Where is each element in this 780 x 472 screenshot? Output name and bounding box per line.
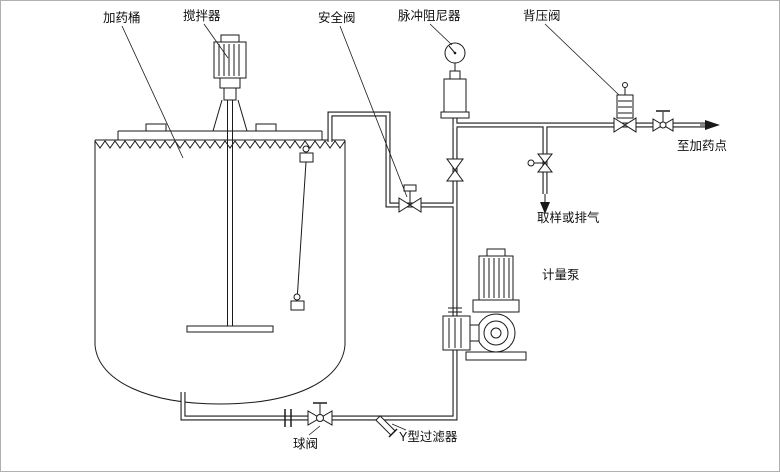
tank-serrated-rim: [94, 140, 346, 149]
leader-lines: [121, 23, 620, 436]
to-dosing-point-label: 至加药点: [677, 139, 727, 153]
back-pressure-valve-symbol: [613, 82, 637, 133]
flow-arrow-down: [540, 194, 550, 214]
tank-dished-bottom: [94, 344, 346, 405]
back-pressure-valve-label: 背压阀: [523, 9, 561, 23]
sample-valve-symbol: [527, 153, 554, 173]
sample-or-vent-label: 取样或排气: [537, 210, 600, 225]
tank-bracket: [299, 152, 314, 163]
lid-port: [145, 123, 167, 132]
metering-pump-label: 计量泵: [542, 268, 580, 282]
pump-base: [465, 351, 527, 361]
tank-bracket-knob: [293, 293, 301, 301]
flow-arrow-right: [700, 120, 720, 130]
impeller-blade: [186, 325, 274, 333]
y-strainer-symbol: [375, 415, 398, 438]
safety-valve-symbol: [398, 184, 422, 213]
pump-head: [442, 315, 480, 351]
agitator-assembly: [186, 34, 274, 333]
lid-port: [255, 123, 277, 132]
safety-valve-label: 安全阀: [318, 10, 356, 25]
outlet-ball-valve-symbol: [652, 110, 674, 132]
pulse-damper: [440, 42, 470, 119]
tank-bracket-knob: [302, 145, 310, 153]
tank-bracket: [290, 300, 305, 311]
metering-pump: [442, 248, 527, 361]
tank-label: 加药桶: [103, 10, 141, 25]
ball-valve-label: 球阀: [293, 437, 318, 451]
ball-valve-symbol: [307, 402, 333, 426]
pipe-union-symbol: [284, 409, 292, 427]
y-strainer-label: Y型过滤器: [399, 430, 458, 444]
agitator-label: 搅拌器: [183, 8, 221, 23]
pressure-gauge-icon: [444, 42, 466, 71]
discharge-valve-symbol: [446, 158, 464, 182]
text-labels: 加药桶 搅拌器 安全阀 脉冲阻尼器 背压阀 至加药点 取样或排气 计量泵 球阀 …: [103, 8, 727, 451]
agitator-motor-icon: [213, 34, 247, 79]
pulse-damper-label: 脉冲阻尼器: [398, 8, 461, 23]
pump-motor-icon: [478, 248, 514, 301]
